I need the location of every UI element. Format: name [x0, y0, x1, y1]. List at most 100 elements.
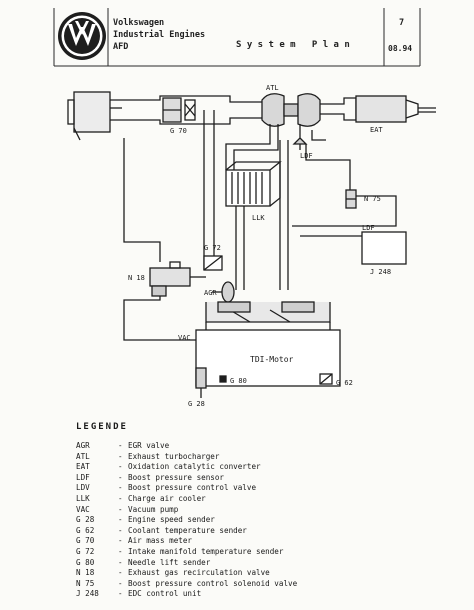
legend-desc: Exhaust gas recirculation valve	[128, 568, 270, 578]
coolant-temp-sender-g62	[319, 373, 333, 385]
legend-dash: -	[118, 515, 123, 525]
legend-code: G 28	[76, 515, 95, 525]
legend-dash: -	[118, 568, 123, 578]
label-atl: ATL	[266, 84, 279, 92]
legend-desc: Needle lift sender	[128, 557, 211, 567]
legend-item: N 75 -Boost pressure control solenoid val…	[76, 578, 297, 589]
legend-dash: -	[118, 483, 123, 493]
label-engine: TDI-Motor	[250, 355, 294, 364]
tdi-engine	[195, 301, 341, 387]
legend-desc: Oxidation catalytic converter	[128, 462, 261, 472]
volkswagen-logo-icon	[58, 12, 106, 60]
legend-item: AGR -EGR valve	[76, 440, 169, 451]
air-mass-meter-g70	[162, 97, 196, 123]
label-ldf-box: LDF	[362, 224, 375, 232]
legend-code: LLK	[76, 494, 90, 503]
header-engine-code: AFD	[113, 42, 129, 52]
label-eat: EAT	[370, 126, 383, 134]
header-date: 08.94	[388, 44, 413, 53]
legend-item: G 80 -Needle lift sender	[76, 557, 210, 568]
egr-valve-n18	[149, 261, 206, 297]
legend-dash: -	[118, 536, 123, 546]
legend-code: VAC	[76, 504, 90, 514]
legend-dash: -	[118, 547, 123, 556]
legend-code: EAT	[76, 462, 90, 472]
legend-item: G 72 -Intake manifold temperature sender	[76, 546, 283, 557]
legend-desc: Boost pressure control solenoid valve	[128, 578, 298, 588]
legend-item: J 248 -EDC control unit	[76, 588, 201, 599]
header-division: Industrial Engines	[113, 30, 206, 40]
page-title: S y s t e m P l a n	[236, 40, 350, 50]
air-filter	[67, 91, 122, 141]
legend-code: AGR	[76, 441, 90, 450]
legend-code: N 18	[76, 568, 95, 578]
legend-dash: -	[118, 472, 123, 482]
catalytic-converter-eat	[355, 95, 436, 123]
legend-dash: -	[118, 494, 123, 503]
system-schematic: ATL G 70 EAT LDF N 75 LLK LDF J 248 G 72…	[67, 84, 436, 408]
label-llk: LLK	[252, 214, 265, 222]
legend-code: G 72	[76, 547, 95, 556]
legend-desc: Air mass meter	[128, 536, 193, 546]
legend-code: G 70	[76, 536, 95, 546]
legend-dash: -	[118, 504, 123, 514]
page-number: 7	[399, 18, 405, 28]
label-agr: AGR	[204, 289, 217, 297]
legend-dash: -	[118, 578, 123, 588]
legend-item: LLK -Charge air cooler	[76, 493, 206, 504]
control-unit-j248	[300, 231, 407, 265]
legend-desc: Exhaust turbocharger	[128, 451, 220, 461]
legend-item: G 70 -Air mass meter	[76, 535, 192, 546]
turbocharger-atl	[261, 93, 321, 127]
legend-code: J 248	[76, 589, 99, 599]
legend-desc: Engine speed sender	[128, 515, 215, 525]
label-j248: J 248	[370, 268, 391, 276]
legend-desc: Vacuum pump	[128, 504, 179, 514]
legend-code: ATL	[76, 451, 90, 461]
legend-dash: -	[118, 589, 123, 599]
header-brand: Volkswagen	[113, 18, 165, 28]
label-g72: G 72	[204, 244, 221, 252]
legend-code: G 62	[76, 525, 95, 535]
legend-desc: Boost pressure sensor	[128, 472, 225, 482]
legend-title: LEGENDE	[76, 422, 128, 432]
legend-dash: -	[118, 557, 123, 567]
legend-dash: -	[118, 441, 123, 450]
legend-item: G 28 -Engine speed sender	[76, 514, 215, 525]
legend-item: VAC -Vacuum pump	[76, 504, 178, 515]
legend-desc: Boost pressure control valve	[128, 483, 257, 493]
legend-dash: -	[118, 525, 123, 535]
label-n18: N 18	[128, 274, 145, 282]
label-g80: G 80	[230, 377, 247, 385]
legend-item: N 18 -Exhaust gas recirculation valve	[76, 567, 270, 578]
legend-code: LDF	[76, 472, 90, 482]
boost-control-valve-ldv	[292, 124, 308, 150]
legend-code: G 80	[76, 557, 95, 567]
label-g28: G 28	[188, 400, 205, 408]
legend-item: G 62 -Coolant temperature sender	[76, 525, 247, 536]
legend-item: LDF -Boost pressure sensor	[76, 472, 224, 483]
legend-code: LDV	[76, 483, 90, 493]
legend-item: ATL -Exhaust turbocharger	[76, 451, 219, 462]
label-g62: G 62	[336, 379, 353, 387]
legend-desc: Charge air cooler	[128, 494, 206, 503]
legend-dash: -	[118, 462, 123, 472]
legend-desc: EGR valve	[128, 441, 170, 450]
legend-dash: -	[118, 451, 123, 461]
legend-item: LDV -Boost pressure control valve	[76, 482, 256, 493]
label-vac: VAC	[178, 334, 191, 342]
needle-lift-sender-g80	[219, 375, 227, 383]
engine-speed-sender-g28	[195, 367, 207, 398]
label-n75: N 75	[364, 195, 381, 203]
legend-item: EAT -Oxidation catalytic converter	[76, 461, 261, 472]
intake-temp-sender-g72	[203, 255, 223, 271]
label-ldf-top: LDF	[300, 152, 313, 160]
legend-desc: Coolant temperature sender	[128, 525, 247, 535]
legend-code: N 75	[76, 578, 95, 588]
legend-desc: EDC control unit	[128, 589, 202, 599]
legend-desc: Intake manifold temperature sender	[128, 547, 284, 556]
label-g70: G 70	[170, 127, 187, 135]
boost-solenoid-n75	[345, 189, 357, 209]
